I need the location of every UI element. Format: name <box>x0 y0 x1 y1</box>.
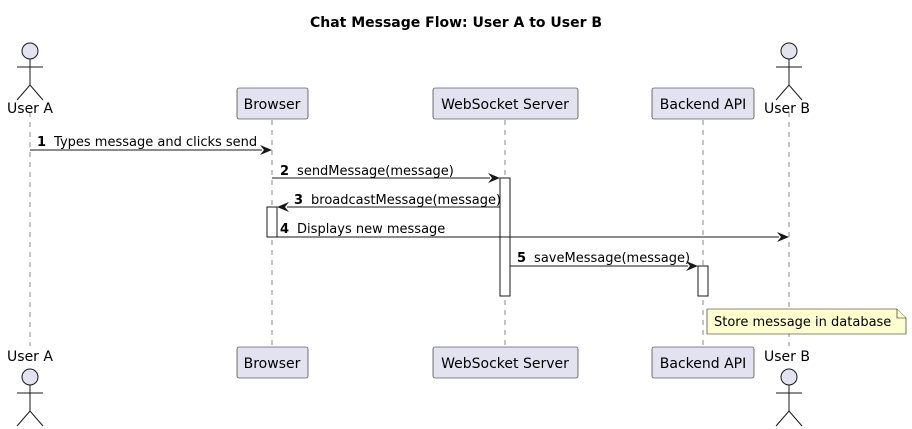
participant-browser-bottom: Browser <box>236 346 309 379</box>
participant-label: Browser <box>244 97 301 113</box>
activation-browser <box>266 206 278 238</box>
svg-text:3 broadcastMessage(messa: 3 broadcastMessage(message) <box>294 191 501 208</box>
message-number: 1 <box>37 135 46 150</box>
diagram-title: Chat Message Flow: User A to User B <box>310 15 602 31</box>
participant-label: WebSocket Server <box>441 356 569 372</box>
actor-user-a-top: User A <box>7 42 53 117</box>
participant-websocket-server-bottom: WebSocket Server <box>432 346 579 379</box>
actor-user-b-top: User B <box>764 42 810 117</box>
actor-label: User B <box>764 101 810 117</box>
message-label: Types message and clicks send <box>53 135 257 150</box>
message-1: 1 Types message and clicks send <box>30 133 272 155</box>
message-number: 4 <box>280 222 289 237</box>
participant-websocket-server-top: WebSocket Server <box>432 87 579 120</box>
note-store-message: Store message in database <box>706 308 907 335</box>
svg-text:1 Types message and clic: 1 Types message and clicks send <box>37 133 257 150</box>
participant-label: WebSocket Server <box>441 97 569 113</box>
participant-label: Backend API <box>660 97 746 113</box>
actor-user-b-bottom: User B <box>764 349 810 427</box>
actor-label: User B <box>764 349 810 365</box>
message-label: sendMessage(message) <box>297 164 454 179</box>
svg-text:5 saveMessage(message): 5 saveMessage(message) <box>517 249 690 266</box>
message-number: 5 <box>517 251 526 266</box>
svg-text:2 sendMessage(message): 2 sendMessage(message) <box>280 162 454 179</box>
message-2: 2 sendMessage(message) <box>272 162 500 183</box>
actor-label: User A <box>7 349 53 365</box>
actor-user-a-bottom: User A <box>7 349 53 427</box>
note-text: Store message in database <box>714 315 891 330</box>
message-number: 3 <box>294 193 303 208</box>
message-3: 3 broadcastMessage(message) <box>277 191 501 212</box>
svg-text:4 Displays new message: 4 Displays new message <box>280 220 445 237</box>
actor-label: User A <box>7 101 53 117</box>
participant-browser-top: Browser <box>236 87 309 120</box>
activation-backend-api <box>697 265 709 297</box>
participant-label: Backend API <box>660 356 746 372</box>
message-number: 2 <box>280 164 289 179</box>
message-label: broadcastMessage(message) <box>311 193 501 208</box>
message-4: 4 Displays new message <box>277 220 789 242</box>
participant-label: Browser <box>244 356 301 372</box>
participant-backend-api-bottom: Backend API <box>651 346 755 379</box>
message-label: Displays new message <box>297 222 445 237</box>
participant-backend-api-top: Backend API <box>651 87 755 120</box>
message-5: 5 saveMessage(message) <box>510 249 698 271</box>
message-label: saveMessage(message) <box>534 251 690 266</box>
